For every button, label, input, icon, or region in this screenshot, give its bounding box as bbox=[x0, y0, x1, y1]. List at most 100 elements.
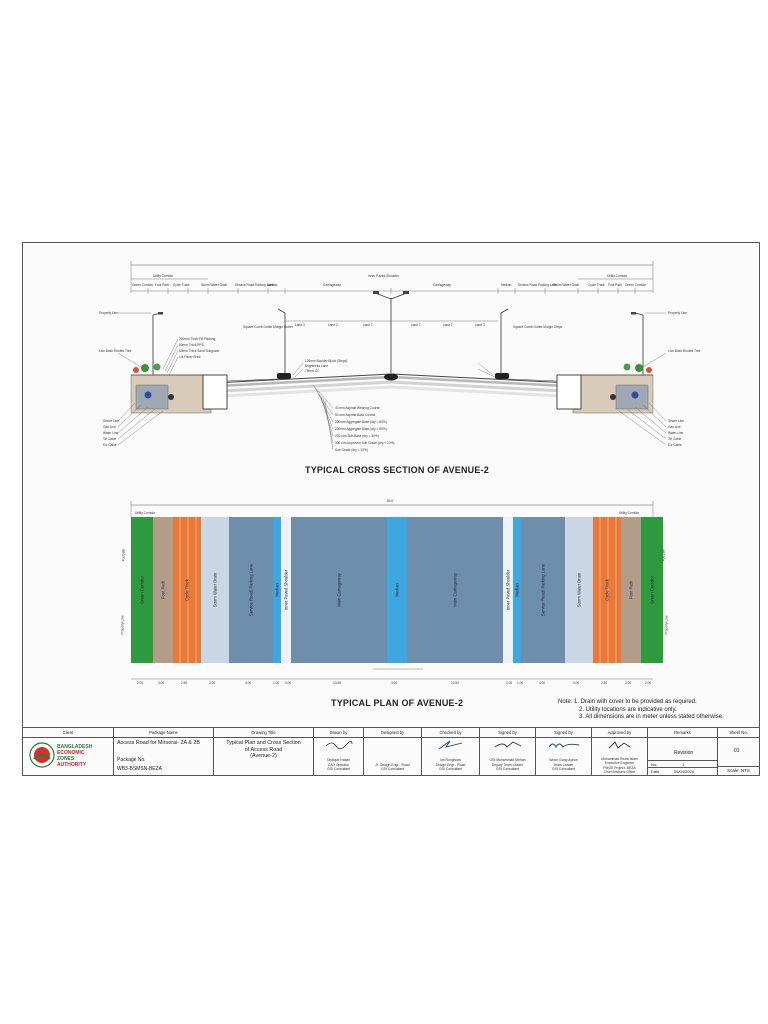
dim: 3.00 bbox=[158, 681, 165, 685]
strip-label: Inner Paved Shoulder bbox=[283, 569, 289, 611]
drawing-title-line: (Avenue-2) bbox=[250, 753, 277, 760]
strip-label: Storm Water Drain bbox=[576, 572, 582, 608]
callout-sewer-left: Sewer Line bbox=[103, 419, 119, 423]
scale: Scale: NTS bbox=[718, 766, 759, 773]
label-carriageway-left: Carriageway bbox=[323, 283, 341, 287]
dim: 2.00 bbox=[645, 681, 652, 685]
tb-designed-by: Designed by Jr. Design Engr - Road GSI C… bbox=[363, 728, 421, 776]
strip-center-median: Median bbox=[387, 517, 407, 663]
tb-client: Client BANGLADESH ECONOMIC ZONES AUTHORI… bbox=[23, 728, 113, 776]
property-line-plan-right: Property Line bbox=[664, 615, 669, 635]
strip-label: Storm Water Drain bbox=[212, 572, 218, 608]
label-storm-drain-right: Storm Water Drain bbox=[553, 283, 580, 287]
label-green-corridor-right: Green Corridor bbox=[625, 283, 647, 287]
callout-base-course: 50 mm Asphalt Base Course bbox=[335, 413, 376, 417]
plan-view: 80.0 Green Corridor Foot Path Cycle Trac… bbox=[23, 493, 761, 728]
strip-carriageway-right: Main Carriageway bbox=[407, 517, 503, 663]
dim: 2.00 bbox=[137, 681, 144, 685]
date-label: Date bbox=[651, 769, 660, 774]
callout-agg-base-60: 200mm Aggregate Base (dry = 60%) bbox=[335, 427, 387, 431]
client-line: BANGLADESH bbox=[57, 744, 93, 750]
strip-storm-drain-left: Storm Water Drain bbox=[201, 517, 229, 663]
title-block: Client BANGLADESH ECONOMIC ZONES AUTHORI… bbox=[23, 727, 759, 776]
tb-package: Package Name Access Road for Mirsorai- 2… bbox=[113, 728, 213, 776]
signed-by-line: Deputy Team Leader bbox=[491, 762, 524, 767]
tb-header: Drawing Title bbox=[214, 728, 313, 738]
dim: 10.50 bbox=[333, 681, 341, 685]
drawing-title-line: of Access Road bbox=[244, 746, 283, 753]
label-cycle-track-left: Cycle Track bbox=[173, 283, 190, 287]
strip-green-corridor-right: Green Corridor bbox=[641, 517, 663, 663]
label-carriageway-right: Carriageway bbox=[433, 283, 451, 287]
strip-shoulder-right: Inner Paved Shoulder bbox=[503, 517, 513, 663]
callout-agg-base-80: 200mm Aggregate Base (dry = 80%) bbox=[335, 420, 387, 424]
strip-label: Main Carriageway bbox=[452, 573, 458, 607]
tb-header: Drawn by bbox=[314, 728, 363, 738]
dim: 3.00 bbox=[625, 681, 632, 685]
cross-section-title: TYPICAL CROSS SECTION OF AVENUE-2 bbox=[305, 465, 489, 475]
callout-wearing-course: 40 mm Asphalt Wearing Course bbox=[335, 406, 380, 410]
beza-logo-icon bbox=[29, 742, 55, 768]
strip-label: Green Corridor bbox=[139, 576, 145, 604]
approved-by-line: Executive Engineer bbox=[604, 761, 635, 766]
dim: 10.50 bbox=[451, 681, 459, 685]
property-line-plan-left: Property Line bbox=[120, 615, 125, 635]
drawn-by-text: Tayfique Hasan CAD Operator GSI Consulta… bbox=[316, 758, 361, 771]
package-no: WB3-BSMSN-BEZA bbox=[117, 766, 163, 772]
strip-median-left: Median bbox=[273, 517, 281, 663]
tb-header: Client bbox=[23, 728, 113, 738]
drawing-title-line: Typical Plan and Cross Section bbox=[226, 740, 301, 746]
designed-by-line: Jr. Design Engr - Road bbox=[375, 762, 410, 767]
plan-title: TYPICAL PLAN OF AVENUE-2 bbox=[331, 698, 464, 708]
label-green-corridor-left: Green Corridor bbox=[132, 283, 154, 287]
drawing-title: Typical Plan and Cross Section of Access… bbox=[217, 740, 310, 760]
client-name: BANGLADESH ECONOMIC ZONES AUTHORITY bbox=[57, 744, 92, 768]
signature-icon bbox=[494, 741, 522, 748]
callout-sand-subgrade: 60mm Thick Sand Subgrade bbox=[179, 349, 220, 353]
tb-drawn-by: Drawn by Tayfique Hasan CAD Operator GSI… bbox=[313, 728, 363, 776]
tb-signed-by-2: Signed by Woon Gung Ayeon Team Leader GS… bbox=[535, 728, 591, 776]
note-2: 2. Utility locations are indicative only… bbox=[579, 706, 677, 713]
checked-by-text: Imi Rongbook Design Engr - Road GSI Cons… bbox=[424, 758, 477, 771]
tb-header: Signed by bbox=[536, 728, 591, 738]
tb-header: Approved by bbox=[592, 728, 647, 738]
signed-by-line: Woon Gung Ayeon bbox=[549, 758, 578, 763]
label-utility-corridor-left: Utility Corridor bbox=[153, 274, 174, 278]
tb-remarks: Remarks Revision No. 1 Date 05/04/2024 bbox=[647, 728, 717, 776]
signature-icon bbox=[608, 741, 631, 749]
signature-icon bbox=[438, 740, 463, 750]
dim: 3.00 bbox=[506, 681, 513, 685]
drawn-by-line: CAD Operator bbox=[327, 762, 350, 767]
strip-label: Median bbox=[514, 583, 520, 597]
strip-foot-path-right: Foot Path bbox=[621, 517, 641, 663]
label-median-right: Median bbox=[501, 283, 512, 287]
date-value: 05/04/2024 bbox=[674, 769, 695, 774]
tb-header: Checked by bbox=[422, 728, 479, 738]
tb-header: Sheet No. bbox=[718, 728, 759, 738]
label-foot-path-right: Foot Path bbox=[608, 283, 622, 287]
approved-by-text: Mohammad Rezai Islam Executive Engineer … bbox=[594, 757, 645, 774]
tb-header: Designed by bbox=[364, 728, 421, 738]
dim: 2.50 bbox=[601, 681, 608, 685]
callout-bush-left: Live Bush Rooted Tree bbox=[99, 349, 132, 353]
plan-strips: Green Corridor Foot Path Cycle Track Sto… bbox=[131, 517, 663, 663]
strip-label: Service Road/ Parking Lane bbox=[540, 563, 546, 617]
lane-label: Lane 2 bbox=[328, 323, 338, 327]
callout-tel-left: Tel Cable bbox=[103, 437, 117, 441]
revision-label: Revision bbox=[674, 750, 694, 756]
strip-label: Service Road/ Parking Lane bbox=[248, 563, 254, 617]
strip-median-right: Median bbox=[513, 517, 521, 663]
note-1: Note: 1. Drain with cover to be provided… bbox=[558, 699, 697, 705]
lane-label: Lane 1 bbox=[411, 323, 421, 327]
designed-by-text: Jr. Design Engr - Road GSI Consultant bbox=[366, 763, 419, 771]
tb-checked-by: Checked by Imi Rongbook Design Engr - Ro… bbox=[421, 728, 479, 776]
tb-approved-by: Approved by Mohammad Rezai Islam Executi… bbox=[591, 728, 647, 776]
tb-header: Package Name bbox=[114, 728, 213, 738]
strip-service-road-right: Service Road/ Parking Lane bbox=[521, 517, 565, 663]
footpath-label-left: Footpath bbox=[121, 548, 126, 562]
dim: 4.00 bbox=[245, 681, 252, 685]
strip-label: Median bbox=[394, 583, 400, 597]
checked-by-line: GSI Consultant bbox=[439, 766, 462, 771]
no-label: No. bbox=[651, 762, 658, 767]
note-3: 3. All dimensions are in meter unless st… bbox=[579, 714, 724, 720]
